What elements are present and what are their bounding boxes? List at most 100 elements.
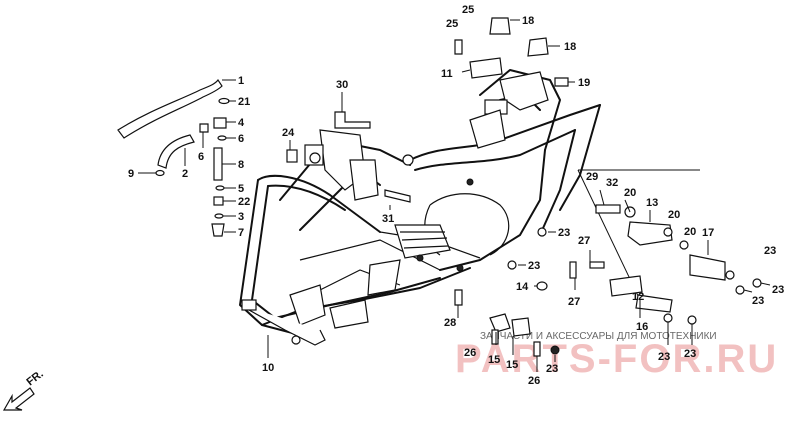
joint-4 <box>213 117 227 129</box>
callout-27b: 27 <box>578 235 590 247</box>
callout-4: 4 <box>238 117 245 129</box>
leader-lines <box>138 19 771 372</box>
callout-8: 8 <box>238 159 244 171</box>
bolt-26b <box>533 341 541 357</box>
watermark-logo: PARTS-FOR.RU <box>455 337 778 381</box>
bolt-27a <box>569 261 577 279</box>
nut-23f <box>537 227 547 237</box>
clip-19 <box>554 77 569 87</box>
breather-hose-2 <box>157 134 195 169</box>
callout-32: 32 <box>606 177 618 189</box>
callout-28: 28 <box>444 317 456 329</box>
bracket-12 <box>609 275 643 297</box>
bolt-29 <box>595 204 621 214</box>
front-arrow-icon <box>2 387 35 411</box>
cap-7 <box>211 223 225 237</box>
clip-22 <box>213 196 224 206</box>
callout-23f: 23 <box>752 295 764 307</box>
callout-1: 1 <box>238 75 244 87</box>
callout-12: 12 <box>632 291 644 303</box>
bolt-28 <box>454 289 463 306</box>
front-label: FR. <box>24 368 45 388</box>
callout-25a: 25 <box>446 18 458 30</box>
clip-6b <box>217 135 227 141</box>
callout-23h: 23 <box>764 245 776 257</box>
bolt-26a <box>491 329 499 345</box>
bolt-31 <box>384 189 411 203</box>
callout-20c: 20 <box>684 226 696 238</box>
callout-5: 5 <box>238 183 244 195</box>
nut-23a <box>735 285 745 295</box>
bottom-parts-group <box>454 227 560 357</box>
callout-labels: 1 21 4 6 6 8 5 22 3 7 9 2 10 11 25 25 18… <box>128 4 784 387</box>
bracket-11 <box>469 57 503 79</box>
watermark: PARTS-FOR.RU ЗАПЧАСТИ И АКСЕССУАРЫ ДЛЯ М… <box>455 331 778 381</box>
callout-21: 21 <box>238 96 250 108</box>
cap-14 <box>536 281 548 291</box>
nut-23e <box>550 345 560 355</box>
frame-body <box>239 69 601 346</box>
plate-15a <box>489 313 511 333</box>
callout-23a: 23 <box>558 227 570 239</box>
callout-20b: 20 <box>668 209 680 221</box>
callout-23c: 23 <box>546 363 558 375</box>
callout-23d: 23 <box>658 351 670 363</box>
nut-23c <box>663 313 673 323</box>
callout-19: 19 <box>578 77 590 89</box>
callout-18b: 18 <box>564 41 576 53</box>
callout-26a: 26 <box>464 347 476 359</box>
hose-end-9 <box>155 169 165 177</box>
callout-18a: 18 <box>522 15 534 27</box>
callout-6b: 6 <box>198 151 204 163</box>
front-arrow: FR. <box>2 368 46 411</box>
callout-27a: 27 <box>568 296 580 308</box>
washer-20a <box>663 227 673 237</box>
callout-7: 7 <box>238 227 244 239</box>
clip-21 <box>218 97 230 105</box>
right-brackets-group <box>569 169 762 325</box>
collar-24 <box>286 149 298 163</box>
breather-hose-1 <box>117 78 223 139</box>
callout-24: 24 <box>282 127 295 139</box>
washer-20b <box>679 240 689 250</box>
nut-23b <box>752 278 762 288</box>
rubber-18b <box>527 37 549 57</box>
bolt-27b <box>589 261 605 269</box>
callout-15a: 15 <box>488 354 500 366</box>
callout-31: 31 <box>382 213 394 225</box>
nut-23d <box>687 315 697 325</box>
top-mounts-group <box>286 17 569 203</box>
callout-23g: 23 <box>772 284 784 296</box>
nut-23g <box>507 260 517 270</box>
callout-30: 30 <box>336 79 348 91</box>
callout-10: 10 <box>262 362 274 374</box>
bracket-13 <box>627 221 673 246</box>
callout-3: 3 <box>238 211 244 223</box>
callout-14: 14 <box>516 281 529 293</box>
callout-22: 22 <box>238 196 250 208</box>
rubber-18a <box>489 17 511 35</box>
callout-11: 11 <box>441 68 453 80</box>
bolt-25a <box>454 39 463 55</box>
callout-2: 2 <box>182 168 188 180</box>
watermark-text: ЗАПЧАСТИ И АКСЕССУАРЫ ДЛЯ МОТОТЕХНИКИ <box>480 331 717 342</box>
callout-16: 16 <box>636 321 648 333</box>
callout-20a: 20 <box>624 187 636 199</box>
callout-6: 6 <box>238 133 244 145</box>
bracket-16 <box>635 294 673 313</box>
callout-29: 29 <box>586 171 598 183</box>
washer-20c <box>725 270 735 280</box>
breather-hose-group <box>117 78 230 237</box>
callout-25b: 25 <box>462 4 474 16</box>
callout-23b: 23 <box>528 260 540 272</box>
plate-15b <box>511 317 531 337</box>
callout-15b: 15 <box>506 359 518 371</box>
bracket-17 <box>689 254 726 281</box>
clip-3 <box>214 213 224 219</box>
clip-5 <box>215 185 225 191</box>
bolt-30 <box>334 111 371 129</box>
clip-6a <box>199 123 209 133</box>
callout-26b: 26 <box>528 375 540 387</box>
callout-13: 13 <box>646 197 658 209</box>
